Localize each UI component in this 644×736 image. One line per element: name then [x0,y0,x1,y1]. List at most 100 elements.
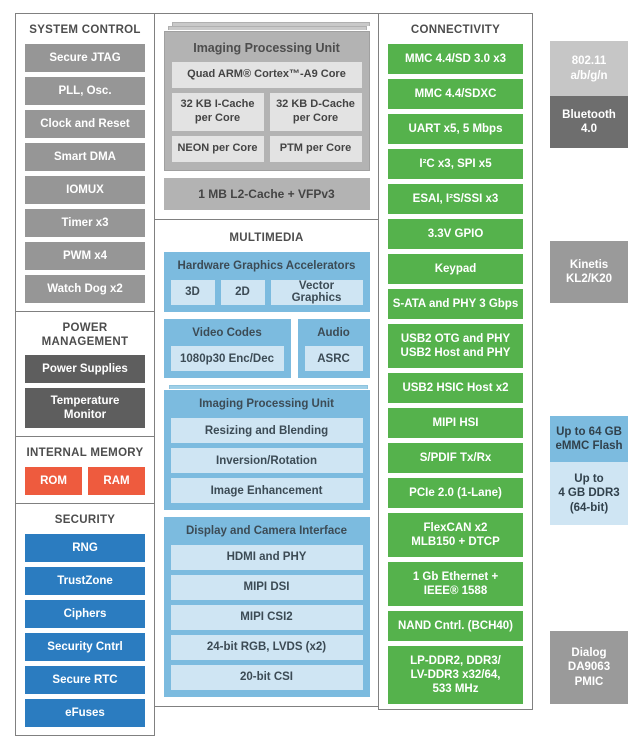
left-column: SYSTEM CONTROL Secure JTAG PLL, Osc. Clo… [15,13,155,736]
section-title-connectivity: CONNECTIVITY [410,24,501,36]
block-timer-x3[interactable]: Timer x3 [25,208,145,237]
block-connectivity-16[interactable]: LP-DDR2, DDR3/LV-DDR3 x32/64,533 MHz [388,645,523,704]
block-image-enhancement[interactable]: Image Enhancement [170,478,363,504]
panel-power-management: POWER MANAGEMENT Power Supplies Temperat… [15,311,155,438]
display-camera-title: Display and Camera Interface [185,525,348,538]
section-title-power-management: POWER MANAGEMENT [41,321,129,348]
cpu-neon-ptm-row: NEON per Core PTM per Core [171,136,362,162]
center-column: Imaging Processing Unit Quad ARM® Cortex… [153,13,380,707]
panel-internal-memory: INTERNAL MEMORY ROM RAM [15,437,155,505]
block-3d[interactable]: 3D [170,279,215,305]
block-connectivity-11[interactable]: S/PDIF Tx/Rx [388,442,523,473]
cpu-stack-wrapper: Imaging Processing Unit Quad ARM® Cortex… [163,22,370,171]
block-rng[interactable]: RNG [25,533,145,562]
section-title-security: SECURITY [54,514,116,527]
ipu-title: Imaging Processing Unit [199,398,334,411]
block-connectivity-0[interactable]: MMC 4.4/SD 3.0 x3 [388,43,523,74]
video-codes-title: Video Codes [192,326,262,339]
connectivity-list: MMC 4.4/SD 3.0 x3 MMC 4.4/SDXC UART x5, 5 … [388,43,523,704]
video-audio-row: Video Codes 1080p30 Enc/Dec Audio ASRC [163,318,370,379]
block-asrc[interactable]: ASRC [304,346,363,372]
section-title-internal-memory: INTERNAL MEMORY [26,447,144,460]
ipu-stack-layer [168,385,368,390]
group-display-camera-interface: Display and Camera Interface HDMI and PH… [163,517,370,697]
block-pwm-x4[interactable]: PWM x4 [25,241,145,270]
block-24bit-rgb-lvds[interactable]: 24-bit RGB, LVDS (x2) [170,634,363,660]
block-connectivity-1[interactable]: MMC 4.4/SDXC [388,78,523,109]
block-hdmi-and-phy[interactable]: HDMI and PHY [170,544,363,570]
block-iomux[interactable]: IOMUX [25,175,145,204]
block-connectivity-7[interactable]: S-ATA and PHY 3 Gbps [388,288,523,319]
block-connectivity-6[interactable]: Keypad [388,253,523,284]
soc-block-diagram: SYSTEM CONTROL Secure JTAG PLL, Osc. Clo… [15,13,644,736]
group-imaging-processing-unit: Imaging Processing Unit Resizing and Ble… [163,390,370,511]
block-mipi-csi2[interactable]: MIPI CSI2 [170,604,363,630]
block-smart-dma[interactable]: Smart DMA [25,142,145,171]
group-graphics-accelerators: Hardware Graphics Accelerators 3D 2D Vec… [163,251,370,312]
block-efuses[interactable]: eFuses [25,698,145,727]
panel-multimedia: MULTIMEDIA Hardware Graphics Accelerator… [153,220,380,707]
panel-system-control: SYSTEM CONTROL Secure JTAG PLL, Osc. Clo… [15,13,155,312]
block-temperature-monitor[interactable]: Temperature Monitor [25,388,145,429]
cpu-icache[interactable]: 32 KB I-Cache per Core [171,93,264,131]
block-connectivity-3[interactable]: I²C x3, SPI x5 [388,148,523,179]
block-rom[interactable]: ROM [25,467,82,496]
ipu-stack-wrapper: Imaging Processing Unit Resizing and Ble… [163,385,370,511]
block-secure-jtag[interactable]: Secure JTAG [25,43,145,72]
block-2d[interactable]: 2D [220,279,265,305]
panel-cpu: Imaging Processing Unit Quad ARM® Cortex… [153,13,380,220]
cpu-stack-layer-back [171,22,370,26]
block-20bit-csi[interactable]: 20-bit CSI [170,664,363,690]
block-pll-osc[interactable]: PLL, Osc. [25,76,145,105]
block-secure-rtc[interactable]: Secure RTC [25,665,145,694]
cpu-stack-layer-mid [167,26,367,30]
section-title-multimedia: MULTIMEDIA [229,232,304,244]
cpu-cache-row: 32 KB I-Cache per Core 32 KB D-Cache per… [171,93,362,131]
block-connectivity-5[interactable]: 3.3V GPIO [388,218,523,249]
graphics-items-row: 3D 2D Vector Graphics [170,279,363,305]
cpu-neon[interactable]: NEON per Core [171,136,264,162]
block-connectivity-15[interactable]: NAND Cntrl. (BCH40) [388,610,523,641]
block-clock-and-reset[interactable]: Clock and Reset [25,109,145,138]
group-audio: Audio ASRC [297,318,370,379]
block-ciphers[interactable]: Ciphers [25,599,145,628]
group-video-codes: Video Codes 1080p30 Enc/Dec [163,318,291,379]
block-connectivity-12[interactable]: PCIe 2.0 (1-Lane) [388,477,523,508]
cpu-dcache[interactable]: 32 KB D-Cache per Core [269,93,362,131]
block-connectivity-9[interactable]: USB2 HSIC Host x2 [388,372,523,403]
block-connectivity-4[interactable]: ESAI, I²S/SSI x3 [388,183,523,214]
block-mipi-dsi[interactable]: MIPI DSI [170,574,363,600]
block-security-cntrl[interactable]: Security Cntrl [25,632,145,661]
cpu-block[interactable]: Imaging Processing Unit Quad ARM® Cortex… [163,31,370,171]
panel-security: SECURITY RNG TrustZone Ciphers Security … [15,504,155,736]
cpu-ptm[interactable]: PTM per Core [269,136,362,162]
cpu-core[interactable]: Quad ARM® Cortex™-A9 Core [171,62,362,88]
block-connectivity-2[interactable]: UART x5, 5 Mbps [388,113,523,144]
block-resizing-and-blending[interactable]: Resizing and Blending [170,418,363,444]
block-watch-dog-x2[interactable]: Watch Dog x2 [25,274,145,303]
graphics-accelerators-title: Hardware Graphics Accelerators [177,259,356,272]
block-connectivity-14[interactable]: 1 Gb Ethernet +IEEE® 1588 [388,561,523,606]
block-connectivity-10[interactable]: MIPI HSI [388,407,523,438]
block-trustzone[interactable]: TrustZone [25,566,145,595]
section-title-system-control: SYSTEM CONTROL [29,24,141,36]
block-1080p30-enc-dec[interactable]: 1080p30 Enc/Dec [170,346,284,372]
memory-row: ROM RAM [25,467,145,496]
cpu-l2-cache[interactable]: 1 MB L2-Cache + VFPv3 [163,178,370,210]
block-vector-graphics[interactable]: Vector Graphics [270,279,363,305]
block-ram[interactable]: RAM [88,467,145,496]
block-inversion-rotation[interactable]: Inversion/Rotation [170,448,363,474]
cpu-title: Imaging Processing Unit [193,41,340,55]
block-power-supplies[interactable]: Power Supplies [25,355,145,384]
